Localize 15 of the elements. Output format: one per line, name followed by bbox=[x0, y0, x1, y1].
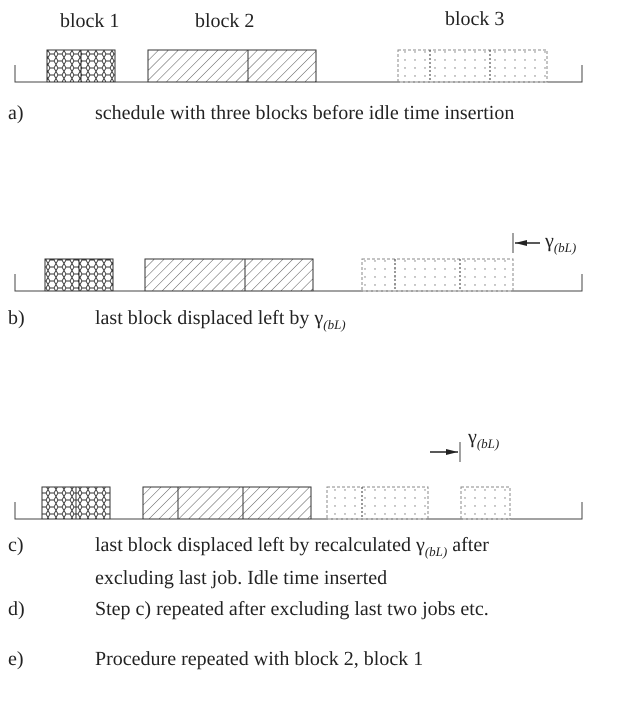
panel-letter: b) bbox=[8, 306, 26, 331]
caption-text: Procedure repeated with block 2, block 1 bbox=[95, 647, 424, 672]
block-label: block 1 bbox=[60, 9, 120, 34]
panel-letter: a) bbox=[8, 101, 25, 126]
caption-text: schedule with three blocks before idle time insertion bbox=[95, 101, 516, 126]
gamma-label: γ$_{(bL)}$ bbox=[468, 425, 500, 453]
panel-letter: d) bbox=[8, 597, 26, 622]
caption-text: last block displaced left by γ$_{(bL)}$ bbox=[95, 306, 347, 334]
caption-text: last block displaced left by recalculated γ$_{(bL)}$ after excluding last job. Idle time inserted bbox=[95, 533, 490, 591]
block-label: block 2 bbox=[195, 9, 256, 34]
panel-letter: e) bbox=[8, 647, 25, 672]
block-label: block 3 bbox=[445, 7, 506, 32]
caption-text: Step c) repeated after excluding last two jobs etc. bbox=[95, 597, 490, 622]
panel-letter: c) bbox=[8, 533, 25, 558]
gamma-label: γ$_{(bL)}$ bbox=[545, 229, 578, 257]
